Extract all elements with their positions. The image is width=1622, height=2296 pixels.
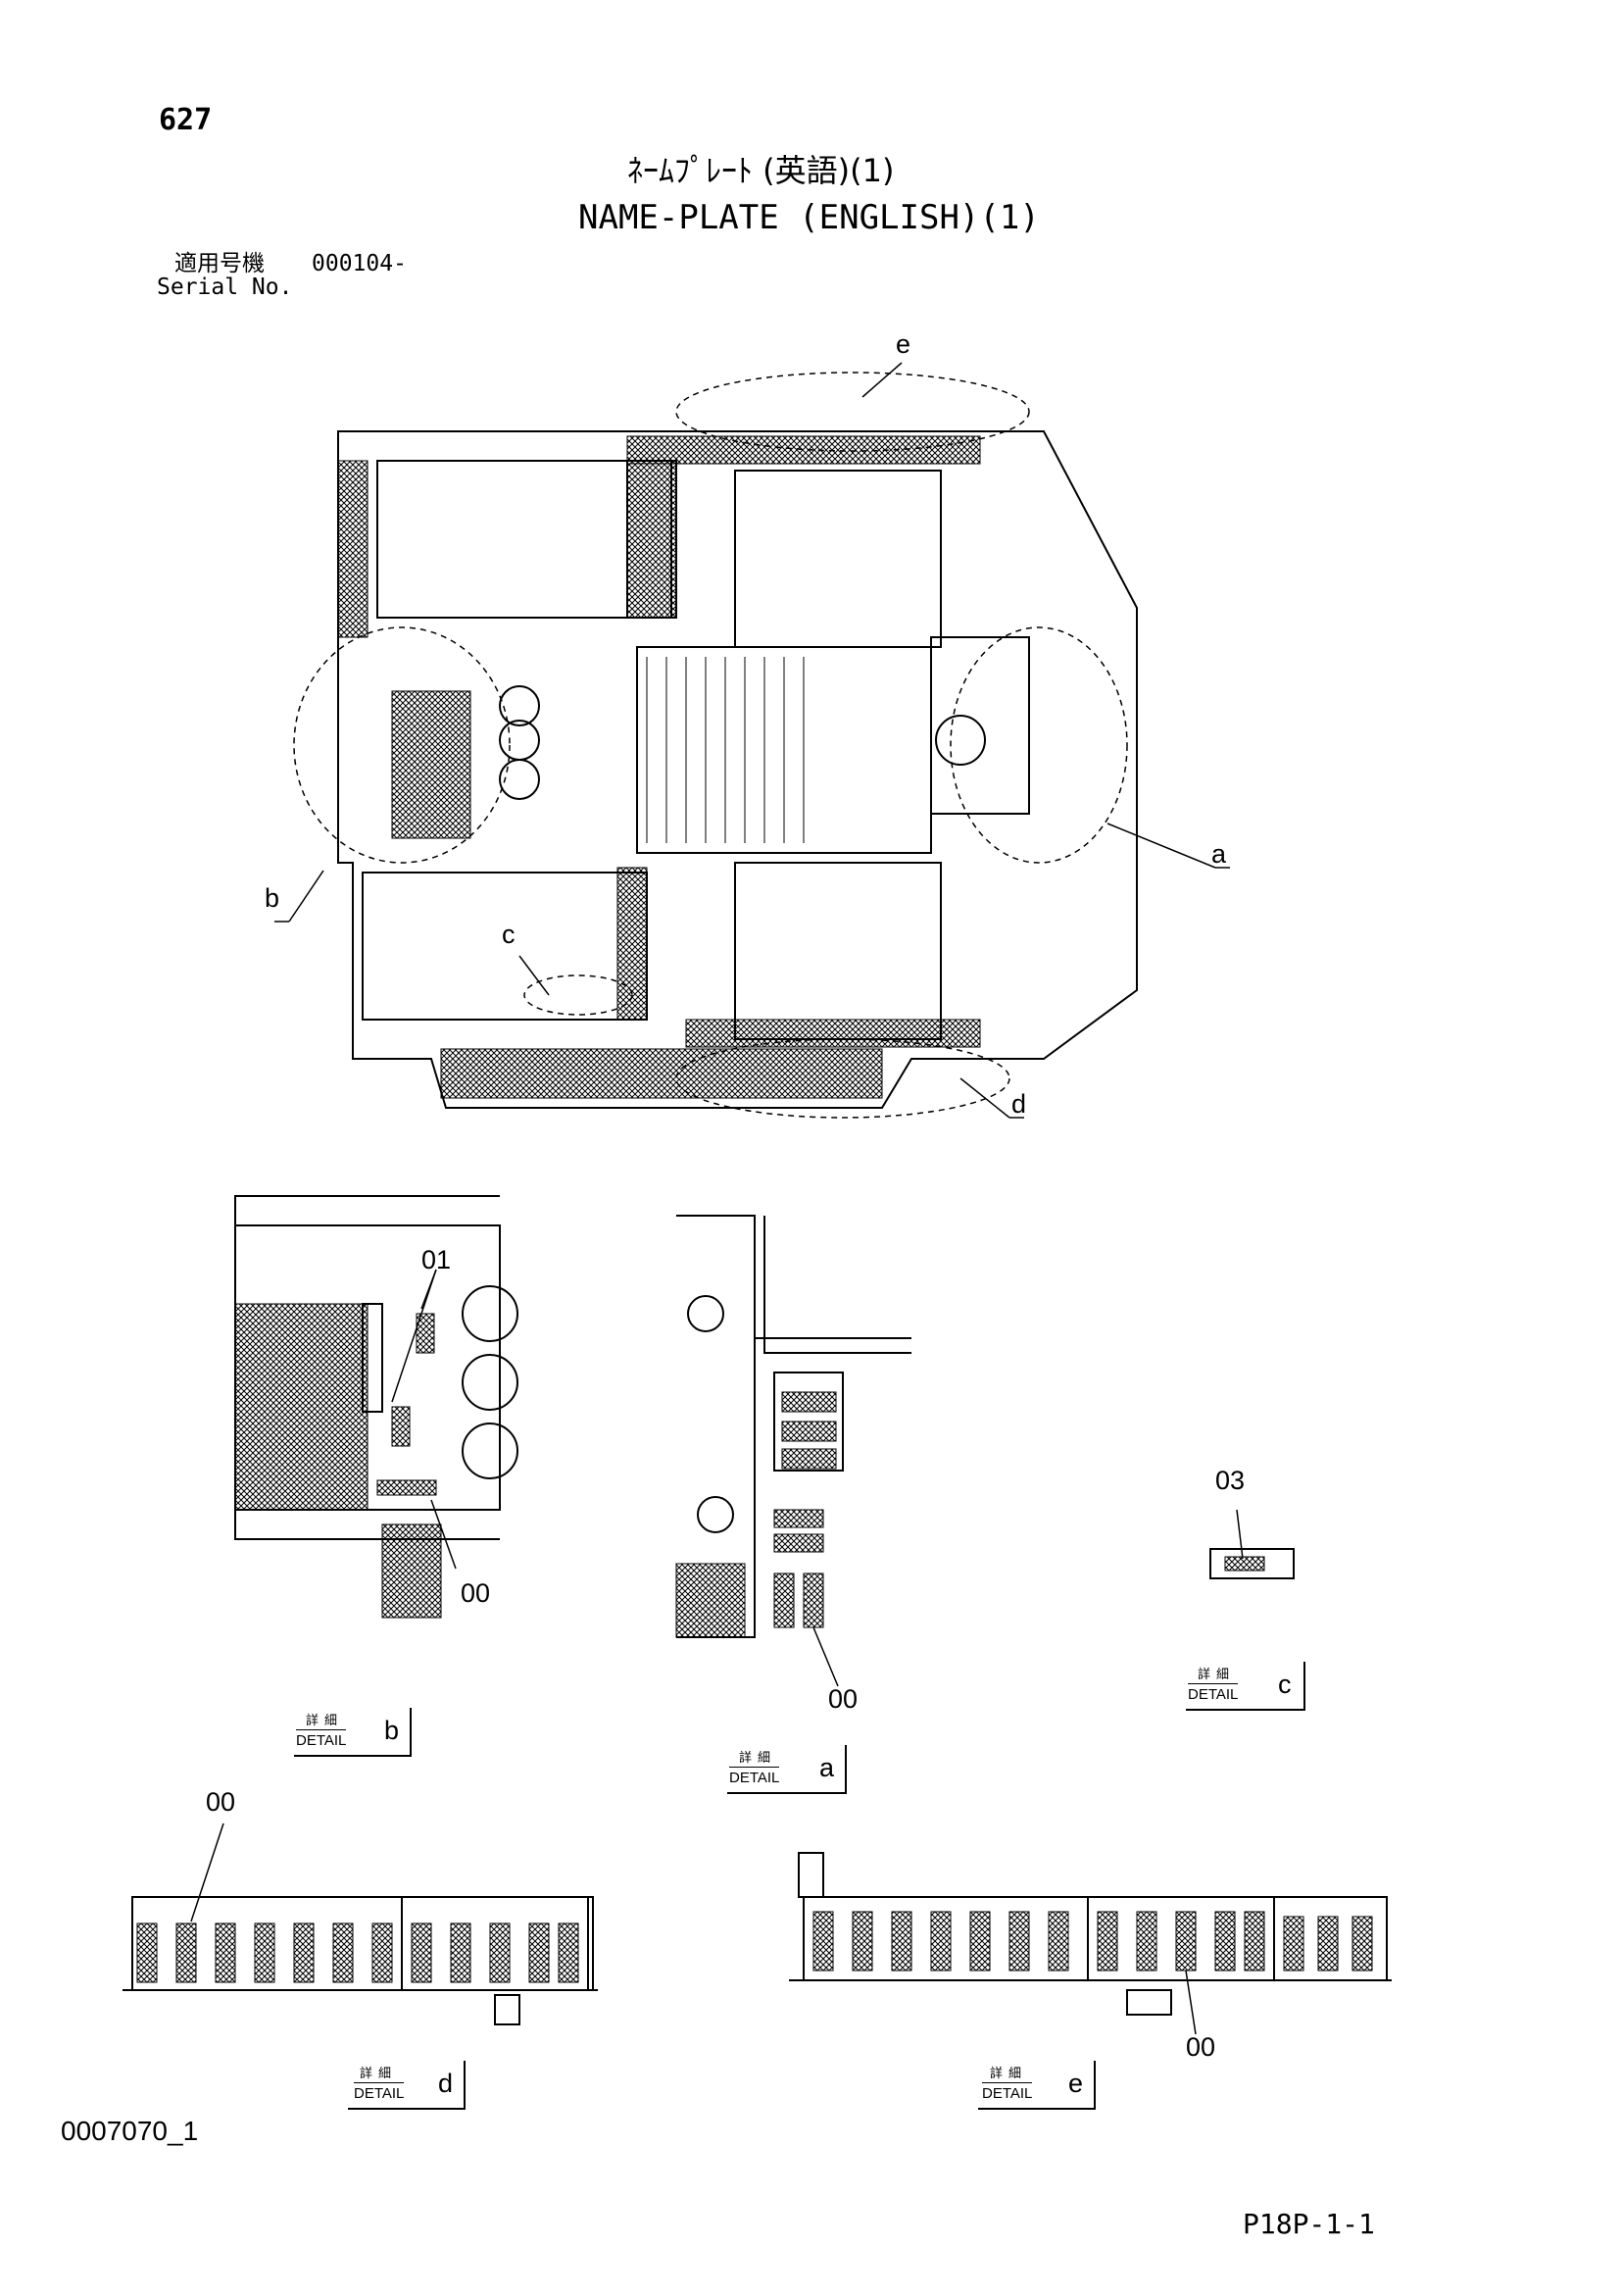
serial-label-japanese: 適用号機 xyxy=(174,251,265,276)
detail-a-letter: a xyxy=(819,1753,835,1782)
drawing-id: 0007070_1 xyxy=(61,2116,199,2146)
detail-region-d xyxy=(675,1038,1010,1119)
detail-e-label-en: DETAIL xyxy=(982,2082,1033,2102)
detail-b-drawing xyxy=(234,1195,518,1619)
detail-region-a xyxy=(950,626,1128,864)
detail-b-callout-01: 01 xyxy=(421,1245,452,1274)
callout-a: a xyxy=(1211,839,1227,869)
sheet-code: P18P-1-1 xyxy=(1243,2208,1375,2240)
detail-d-callout-00: 00 xyxy=(206,1787,236,1817)
detail-b-callout-00: 00 xyxy=(461,1578,491,1608)
detail-a-drawing xyxy=(675,1215,911,1687)
detail-label-b: 詳細 DETAIL b xyxy=(294,1708,412,1757)
detail-c-callout-03: 03 xyxy=(1215,1466,1246,1495)
page-number: 627 xyxy=(159,103,213,137)
serial-label-english: Serial No. xyxy=(157,275,293,300)
callout-b: b xyxy=(265,883,280,913)
detail-c-label-jp: 詳細 xyxy=(1198,1668,1236,1682)
hull-outline xyxy=(337,430,1138,1109)
detail-d-label-jp: 詳細 xyxy=(360,2067,398,2081)
detail-e-callout-00: 00 xyxy=(1186,2032,1216,2062)
detail-label-e: 詳細 DETAIL e xyxy=(978,2061,1096,2110)
detail-c-label-en: DETAIL xyxy=(1188,1683,1239,1703)
detail-c-letter: c xyxy=(1278,1670,1292,1699)
detail-a-label-en: DETAIL xyxy=(729,1767,780,1786)
detail-region-c xyxy=(523,974,633,1016)
detail-a-callout-00: 00 xyxy=(828,1684,859,1714)
detail-b-letter: b xyxy=(384,1716,400,1745)
detail-d-drawing xyxy=(123,1822,598,2025)
detail-label-d: 詳細 DETAIL d xyxy=(348,2061,466,2110)
detail-a-label-jp: 詳細 xyxy=(739,1751,777,1766)
detail-label-c: 詳細 DETAIL c xyxy=(1186,1662,1305,1711)
detail-d-label-en: DETAIL xyxy=(354,2082,405,2102)
detail-label-a: 詳細 DETAIL a xyxy=(727,1745,847,1794)
callout-c: c xyxy=(502,920,516,949)
title-japanese: ﾈｰﾑﾌﾟﾚｰﾄ (英語)(1) xyxy=(627,152,895,189)
detail-region-e xyxy=(675,372,1030,452)
callout-e: e xyxy=(896,329,911,359)
serial-value: 000104- xyxy=(312,251,407,276)
detail-b-label-jp: 詳細 xyxy=(306,1714,344,1728)
callout-d: d xyxy=(1011,1089,1027,1119)
detail-c-drawing xyxy=(1209,1509,1295,1579)
title-english: NAME-PLATE (ENGLISH)(1) xyxy=(578,198,1040,237)
detail-e-drawing xyxy=(789,1852,1392,2035)
detail-b-label-en: DETAIL xyxy=(296,1729,347,1749)
detail-region-b xyxy=(293,626,511,864)
detail-e-letter: e xyxy=(1068,2069,1084,2098)
detail-d-letter: d xyxy=(438,2069,454,2098)
detail-e-label-jp: 詳細 xyxy=(990,2067,1028,2081)
